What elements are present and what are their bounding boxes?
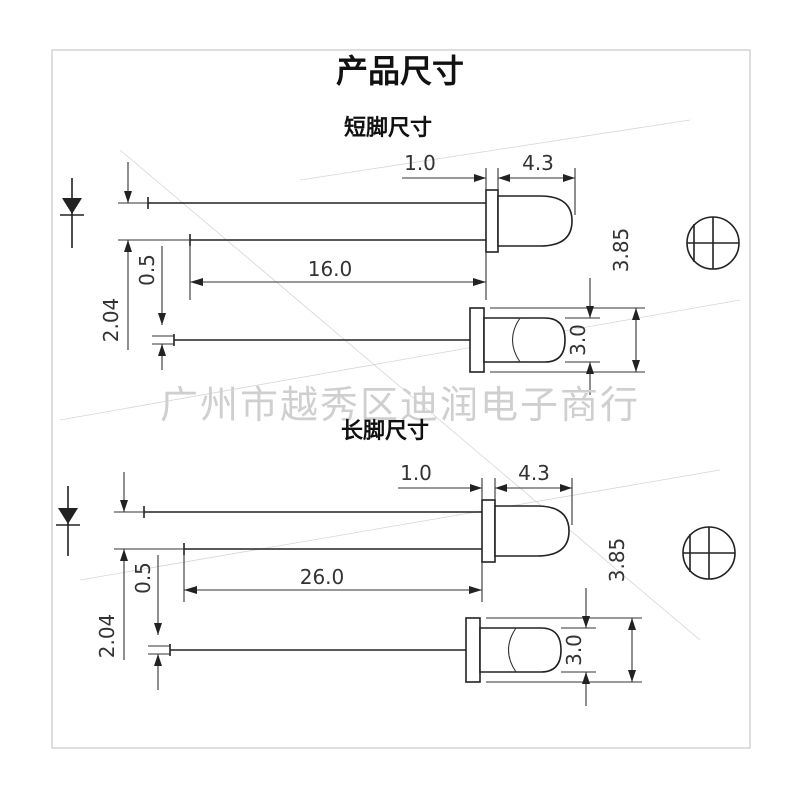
diameter-dimensions: 3.85 3.0 <box>490 228 645 395</box>
led-side-view <box>143 499 570 563</box>
dim-short-diameter: 3.85 <box>609 228 633 273</box>
watermark-text: 广州市越秀区迪润电子商行 <box>160 383 640 427</box>
dim-long-pitch: 0.5 <box>131 562 155 594</box>
top-dimensions: 1.0 4.3 <box>398 461 573 525</box>
short-lead-section: 短脚尺寸 1.0 4.3 <box>60 116 740 395</box>
dim-long-diameter: 3.85 <box>605 538 629 583</box>
led-top-view-icon <box>686 216 740 270</box>
dim-long-top-left: 1.0 <box>400 461 432 485</box>
led-side-view <box>147 189 573 253</box>
pitch-dimensions: 2.04 0.5 <box>99 162 190 370</box>
top-dimensions: 1.0 4.3 <box>402 151 576 215</box>
pitch-dimensions: 2.04 0.5 <box>95 472 184 690</box>
dim-short-top-right: 4.3 <box>522 151 554 175</box>
background-lines <box>59 119 741 641</box>
page-title: 产品尺寸 <box>336 52 464 90</box>
lead-length-dimension: 26.0 <box>183 555 483 602</box>
drawing-frame <box>51 49 751 749</box>
led-front-view <box>169 617 562 683</box>
dim-short-lead: 16.0 <box>308 257 353 281</box>
diameter-dimensions: 3.85 3.0 <box>486 538 642 706</box>
dim-long-top-right: 4.3 <box>518 461 550 485</box>
long-lead-section: 长脚尺寸 1.0 4.3 <box>56 419 736 706</box>
dim-short-pitch: 0.5 <box>135 254 159 286</box>
diode-symbol-icon <box>60 178 84 248</box>
dim-long-lead: 26.0 <box>300 565 345 589</box>
dim-long-spacing: 2.04 <box>95 614 119 659</box>
diode-symbol-icon <box>56 486 80 556</box>
lead-length-dimension: 16.0 <box>189 246 487 300</box>
led-front-view <box>173 307 566 373</box>
dim-short-top-left: 1.0 <box>404 151 436 175</box>
dim-long-lens: 3.0 <box>562 634 586 666</box>
dim-short-spacing: 2.04 <box>99 298 123 343</box>
section-label-long: 长脚尺寸 <box>341 419 429 444</box>
led-top-view-icon <box>682 526 736 580</box>
section-label-short: 短脚尺寸 <box>344 116 432 141</box>
dim-short-lens: 3.0 <box>566 324 590 356</box>
